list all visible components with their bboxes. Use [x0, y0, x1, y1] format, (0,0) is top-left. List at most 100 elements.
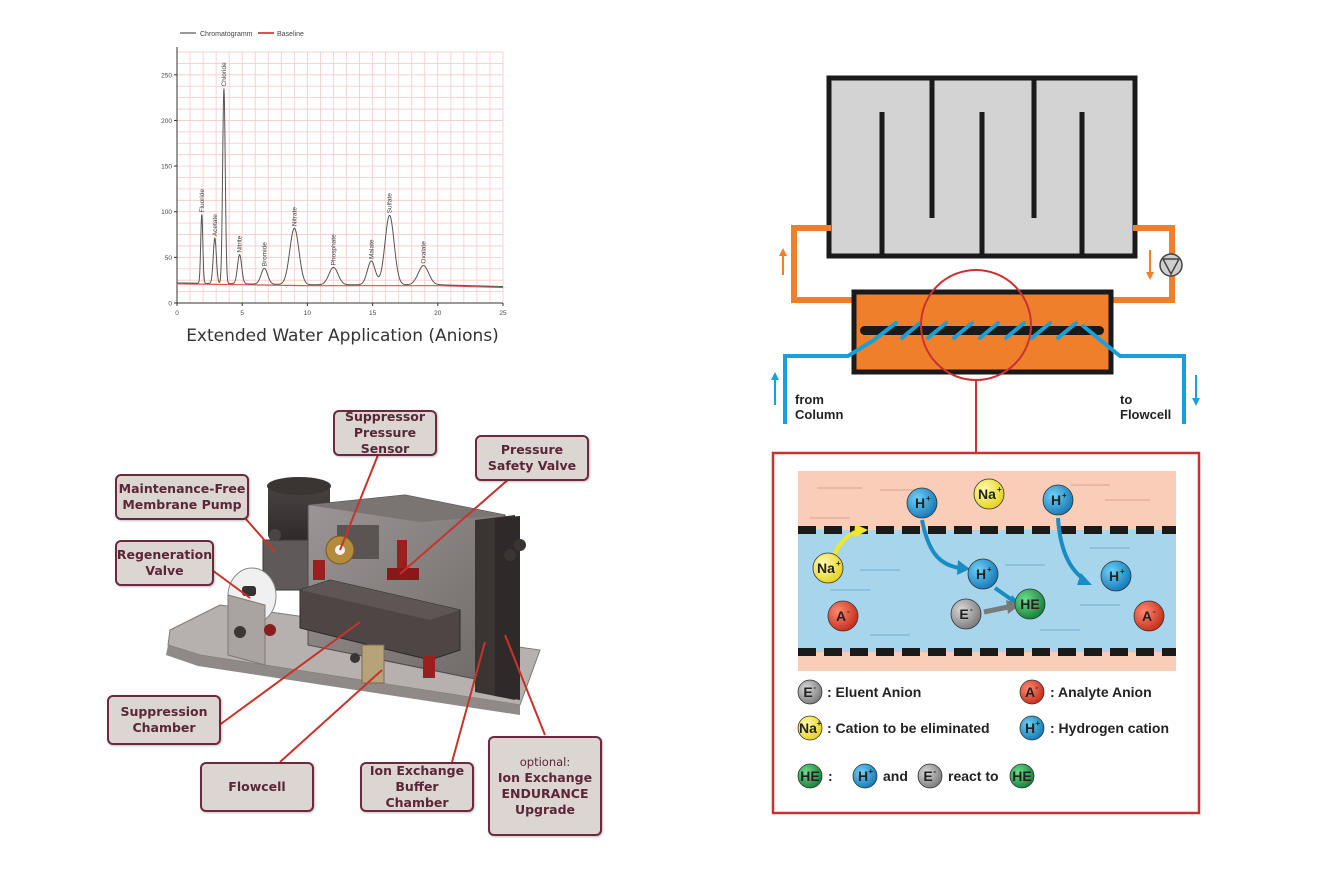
- svg-text:-: -: [1035, 683, 1038, 692]
- eluent-anion-icon: E-: [917, 763, 943, 789]
- svg-text:+: +: [987, 565, 992, 574]
- hydrogen-ion-icon: H+: [1042, 484, 1074, 516]
- callout-regeneration-valve: Regeneration Valve: [115, 540, 214, 586]
- side-fitting-1: [514, 539, 526, 551]
- na-arrow-head: [854, 524, 868, 538]
- hydrogen-ion-icon: H+: [1019, 715, 1045, 741]
- svg-text:+: +: [1035, 719, 1040, 728]
- svg-text:H: H: [1025, 720, 1035, 736]
- arrow-head-down-blue: [1192, 398, 1200, 406]
- legend-label-baseline: Baseline: [277, 31, 304, 38]
- callout-pressure-safety-valve: Pressure Safety Valve: [475, 435, 589, 481]
- base-plate-edge: [166, 645, 520, 715]
- legend-label-hydrogen-cation: : Hydrogen cation: [1050, 720, 1169, 736]
- hydrogen-ion-icon: H+: [967, 558, 999, 590]
- he-product-icon: HE: [1009, 763, 1035, 789]
- svg-text:H: H: [1051, 492, 1061, 508]
- red-fitting-2: [423, 656, 435, 678]
- peak-label-sulfate: Sulfate: [387, 193, 394, 214]
- callout-text: Ion Exchange: [497, 770, 593, 785]
- svg-text:HE: HE: [1012, 768, 1031, 784]
- chart-grid: [176, 51, 504, 304]
- he-product-icon: HE: [797, 763, 823, 789]
- svg-text:+: +: [1062, 491, 1067, 500]
- callout-endurance-upgrade: optional: Ion Exchange ENDURANCE Upgrade: [488, 736, 602, 836]
- svg-text:+: +: [926, 494, 931, 503]
- callout-text: Pressure Sensor: [353, 425, 417, 456]
- svg-text:-: -: [933, 767, 936, 776]
- callout-text: Chamber: [132, 720, 196, 735]
- fitting-left-1: [234, 626, 246, 638]
- svg-text:HE: HE: [800, 768, 819, 784]
- y-tick-label: 200: [161, 118, 172, 125]
- y-tick-label: 150: [161, 164, 172, 171]
- e-react-arrow: [983, 604, 1009, 615]
- callout-suppressor-pressure-sensor: Suppressor Pressure Sensor: [333, 409, 437, 456]
- hydrogen-ion-icon: H+: [906, 487, 938, 519]
- analyte-anion-icon: A-: [827, 600, 859, 632]
- legend-label-analyte-anion: : Analyte Anion: [1050, 684, 1152, 700]
- pump-icon: [1159, 253, 1183, 277]
- svg-text:Na: Na: [978, 486, 996, 502]
- legend-label-cation-eliminated: : Cation to be eliminated: [827, 720, 990, 736]
- hydrogen-ion-icon: H+: [1100, 560, 1132, 592]
- hydrogen-ion-icon: H+: [852, 763, 878, 789]
- callout-leader-lines: [211, 454, 546, 763]
- svg-text:H: H: [915, 495, 925, 511]
- y-tick-label: 250: [161, 72, 172, 79]
- chart-caption: Extended Water Application (Anions): [186, 326, 499, 346]
- legend-label-chromatogramm: Chromatogramm: [200, 31, 253, 38]
- svg-text:E: E: [803, 684, 812, 700]
- to-label-line1: to: [1120, 392, 1132, 407]
- svg-text:HE: HE: [1020, 596, 1039, 612]
- callout-suppression-chamber: Suppression Chamber: [107, 695, 221, 745]
- callout-text: Pressure: [500, 442, 564, 457]
- eluent-anion-icon: E-: [950, 598, 982, 630]
- regenerant-streaks: [810, 484, 1150, 519]
- svg-text:H: H: [858, 768, 868, 784]
- flowcell-screw: [350, 653, 360, 663]
- from-label-line2: Column: [795, 407, 843, 422]
- suppressor-diagram-svg: from Column to Flowcell: [771, 75, 1201, 815]
- legend-and: and: [883, 768, 908, 784]
- h-arrow-head-1: [957, 560, 970, 575]
- legend-react-to: react to: [948, 768, 999, 784]
- sodium-ion-icon: Na+: [812, 552, 844, 584]
- to-label-line2: Flowcell: [1120, 407, 1171, 422]
- baseline-line: [176, 283, 504, 289]
- eluent-pipe: [783, 323, 1186, 424]
- h-transfer-arrow-1: [920, 519, 961, 570]
- from-label-line1: from: [795, 392, 824, 407]
- eluent-streaks: [830, 547, 1130, 636]
- svg-text:+: +: [1120, 567, 1125, 576]
- x-tick-label: 0: [175, 310, 179, 317]
- peak-label-phosphate: Phosphate: [330, 234, 337, 265]
- x-tick-label: 10: [304, 310, 312, 317]
- peak-label-fluoride: Fluoride: [199, 189, 206, 213]
- svg-text:A: A: [836, 608, 846, 624]
- svg-text:-: -: [847, 607, 850, 616]
- svg-text:E: E: [959, 606, 968, 622]
- callout-membrane-pump: Maintenance-Free Membrane Pump: [115, 474, 249, 520]
- callout-text: Ion Exchange: [369, 763, 465, 778]
- safety-valve-body: [387, 568, 419, 580]
- arrow-head-up-orange: [779, 248, 787, 256]
- analyte-anion-icon: A-: [1133, 600, 1165, 632]
- suppressor-flow-diagram: from Column to Flowcell: [760, 60, 1220, 830]
- svg-text:H: H: [976, 566, 986, 582]
- callout-text: Safety Valve: [487, 458, 577, 473]
- svg-text:A: A: [1142, 608, 1152, 624]
- chart-legend: Chromatogramm Baseline: [180, 31, 304, 38]
- peak-label-chloride: Chloride: [221, 62, 228, 87]
- svg-text:E: E: [923, 768, 932, 784]
- legend-he-colon: :: [828, 768, 833, 784]
- peak-label-malate: Malate: [368, 239, 375, 259]
- svg-text:+: +: [817, 719, 822, 728]
- svg-text:H: H: [1109, 568, 1119, 584]
- arrow-head-up-blue: [771, 372, 779, 380]
- device-drawing: [166, 454, 546, 763]
